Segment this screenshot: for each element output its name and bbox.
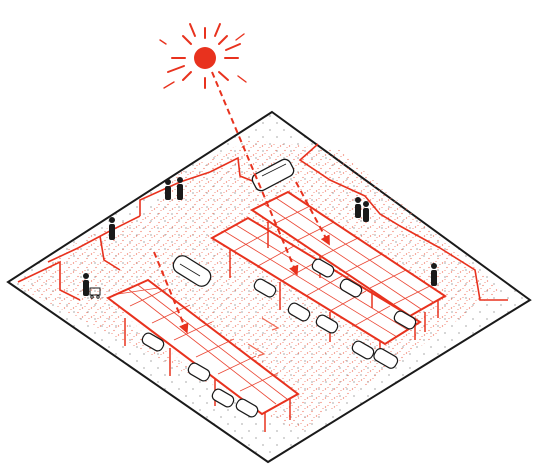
pedestrian — [355, 197, 361, 218]
pedestrian — [109, 217, 115, 240]
pedestrian — [165, 179, 171, 200]
pedestrian — [363, 201, 369, 222]
sun-icon — [160, 24, 246, 88]
pedestrian — [177, 177, 183, 200]
pedestrian — [431, 263, 437, 286]
pedestrian — [83, 273, 89, 296]
